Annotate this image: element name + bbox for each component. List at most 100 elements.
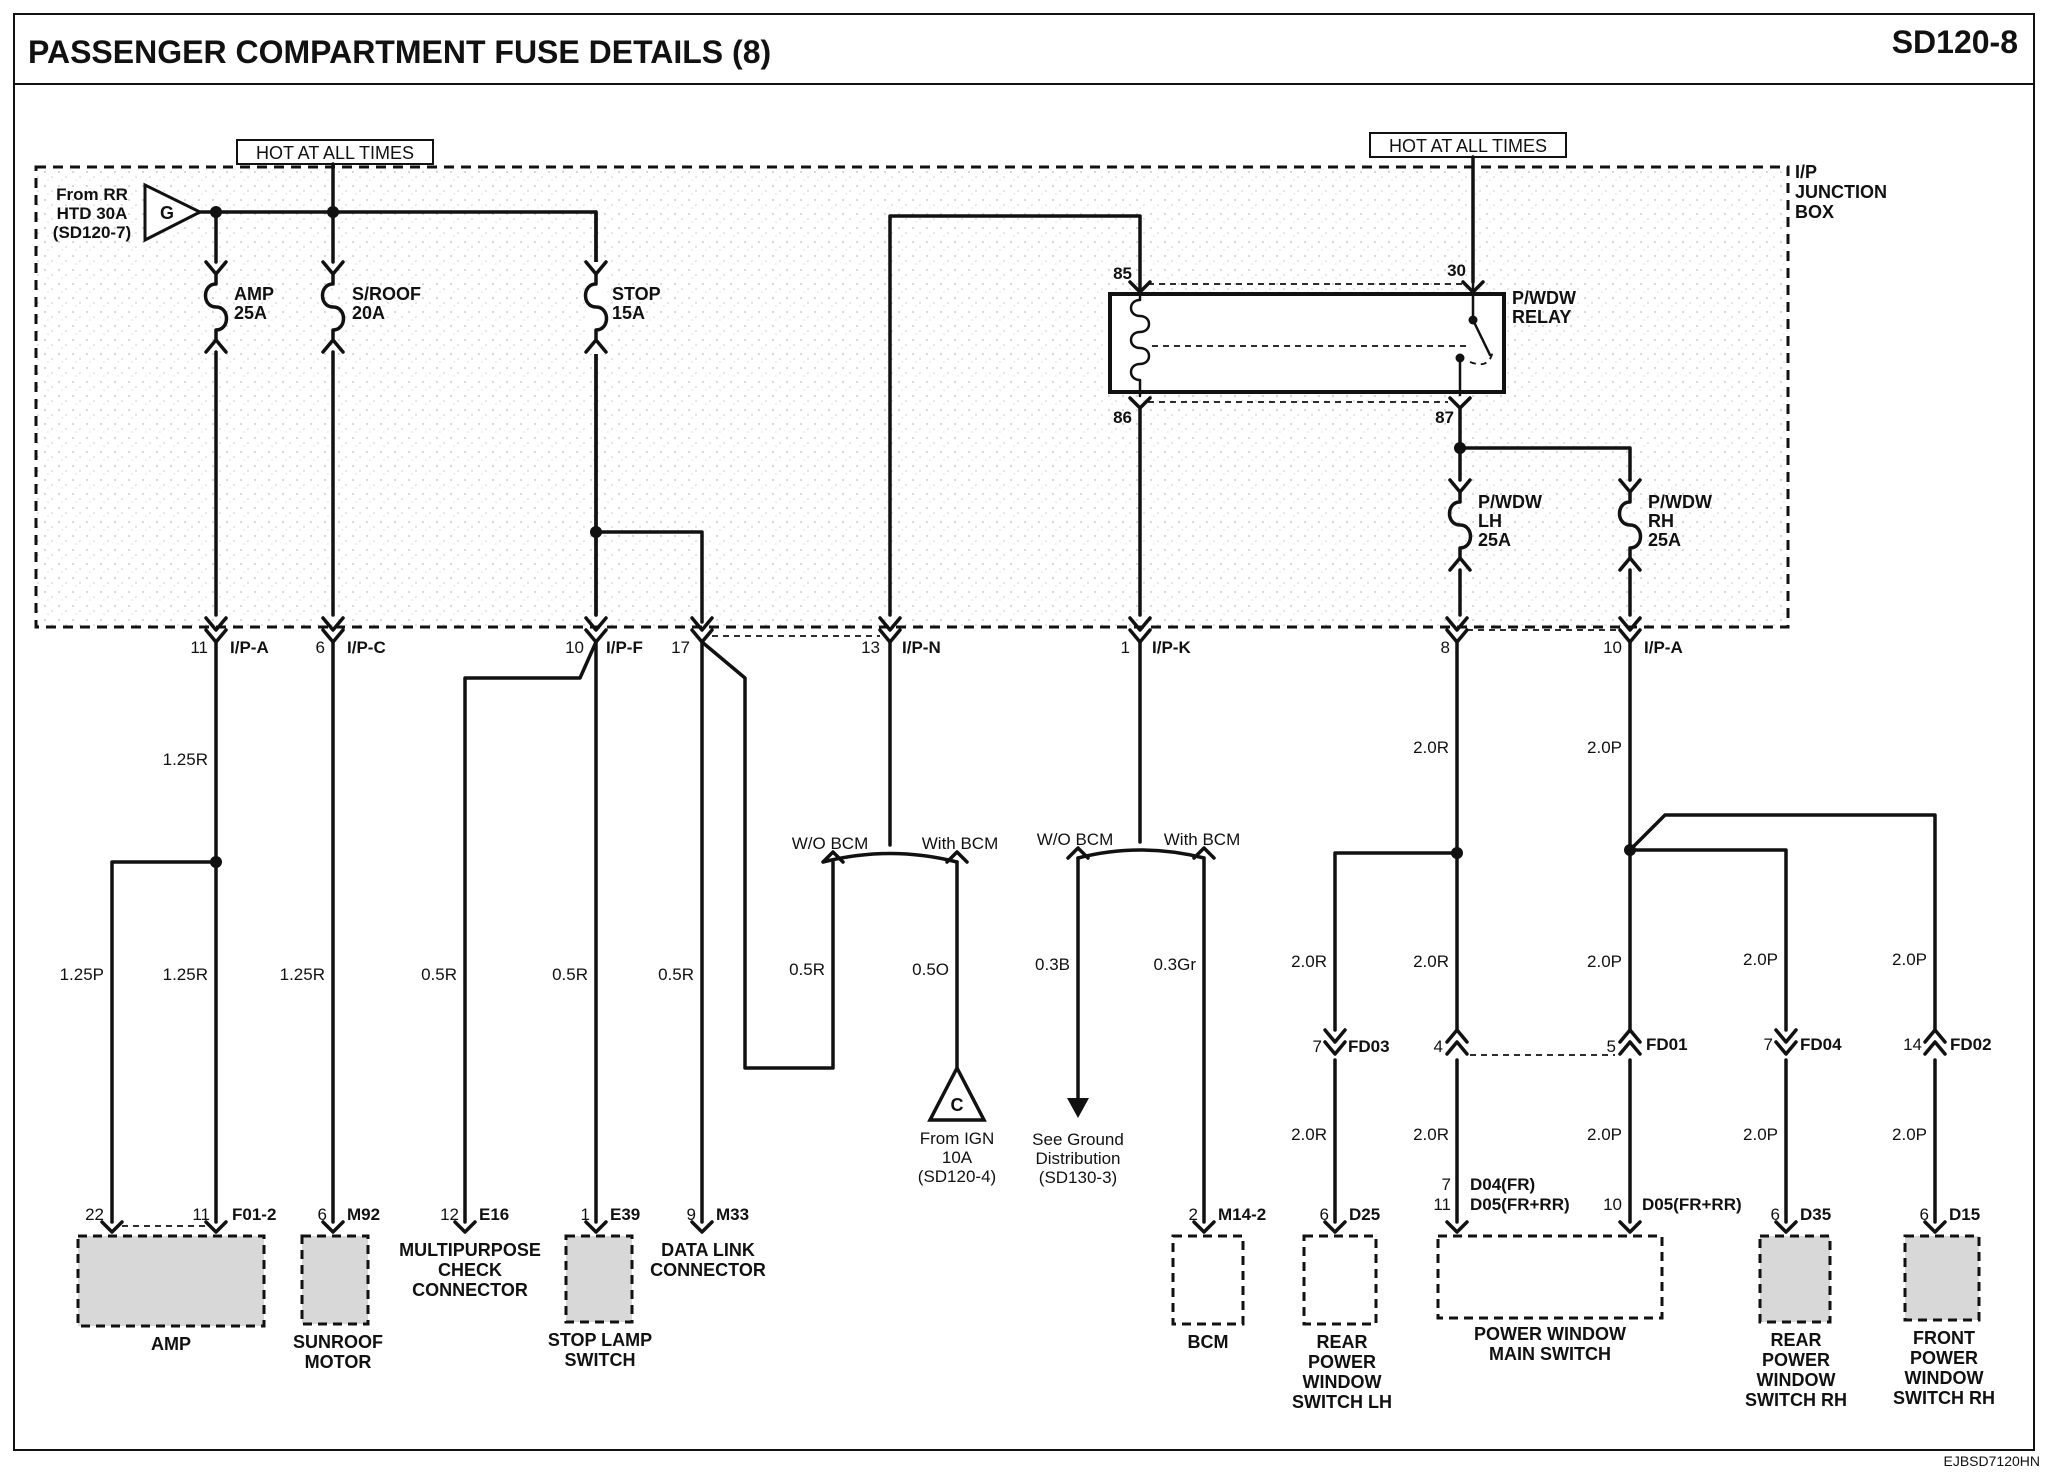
component-bcm: 2 M14-2 BCM — [1171, 1205, 1266, 1352]
dlc-loop-wire — [700, 640, 835, 1070]
hot-label-right: HOT AT ALL TIMES — [1389, 136, 1547, 156]
svg-text:I/P-C: I/P-C — [347, 638, 386, 657]
wire-main-p-top: 2.0P — [1587, 952, 1622, 971]
wire-fd03-bot: 2.0R — [1291, 1125, 1327, 1144]
conn-ipa-amp: 11 I/P-A — [190, 616, 269, 657]
wire-main-r-bot: 2.0R — [1413, 1125, 1449, 1144]
component-power-window-main-switch: 7 D04(FR) 11 D05(FR+RR) 10 D05(FR+RR) PO… — [1433, 1175, 1741, 1364]
svg-text:22: 22 — [85, 1205, 104, 1224]
pwdw-bus — [1458, 446, 1632, 482]
svg-text:10: 10 — [1603, 638, 1622, 657]
wire-main-p-bot: 2.0P — [1587, 1125, 1622, 1144]
svg-text:7: 7 — [1313, 1037, 1322, 1056]
svg-text:12: 12 — [440, 1205, 459, 1224]
svg-text:7: 7 — [1442, 1175, 1451, 1194]
wire-e16: 0.5R — [421, 965, 457, 984]
svg-text:14: 14 — [1903, 1035, 1922, 1054]
relay-arc — [1469, 349, 1494, 366]
pwdw-relay — [1108, 292, 1506, 394]
svg-text:FD03: FD03 — [1348, 1037, 1390, 1056]
conn-ipc: 6 I/P-C — [316, 616, 386, 657]
page-frame — [13, 13, 2035, 1451]
relay-contact-dot-a — [1468, 315, 1478, 325]
ipk-split — [1066, 846, 1216, 860]
svg-text:4: 4 — [1434, 1037, 1443, 1056]
fd04-fd02-lower-wires — [1784, 1058, 1937, 1224]
svg-text:FD01: FD01 — [1646, 1035, 1688, 1054]
svg-text:D05(FR+RR): D05(FR+RR) — [1470, 1195, 1570, 1214]
svg-text:AMP: AMP — [151, 1334, 191, 1354]
wire-wo-bcm-k: 0.3B — [1035, 955, 1070, 974]
svg-text:11: 11 — [1433, 1195, 1451, 1214]
svg-text:M92: M92 — [347, 1205, 380, 1224]
wire-amp-r: 1.25R — [163, 965, 208, 984]
page-code: SD120-8 — [1892, 24, 2018, 60]
svg-text:D04(FR): D04(FR) — [1470, 1175, 1535, 1194]
relay-pin87: 87 — [1435, 408, 1454, 427]
svg-text:6: 6 — [316, 638, 325, 657]
pwdw-rh-fuse-icon — [1617, 478, 1643, 572]
component-amp: 22 11 F01-2 AMP — [76, 1205, 276, 1354]
ign-triangle — [927, 1064, 987, 1122]
amp-fuse-icon — [203, 260, 229, 354]
relay-pin30: 30 — [1447, 261, 1466, 280]
svg-text:11: 11 — [190, 638, 208, 657]
svg-text:I/P-N: I/P-N — [902, 638, 941, 657]
svg-text:E39: E39 — [610, 1205, 640, 1224]
wire-wo-bcm-n: 0.5R — [789, 960, 825, 979]
svg-text:1: 1 — [1121, 638, 1130, 657]
dlc-branch-wire — [594, 530, 704, 624]
svg-text:D35: D35 — [1800, 1205, 1831, 1224]
svg-text:FD02: FD02 — [1950, 1035, 1992, 1054]
wire-with-bcm-n: 0.5O — [912, 960, 949, 979]
wire-fd04-bot: 2.0P — [1743, 1125, 1778, 1144]
svg-text:F01-2: F01-2 — [232, 1205, 276, 1224]
svg-text:6: 6 — [1320, 1205, 1329, 1224]
hot-label-left: HOT AT ALL TIMES — [256, 143, 414, 163]
opt-with-bcm-n: With BCM — [922, 834, 999, 853]
amp-branch-wires — [110, 860, 218, 1224]
svg-text:D25: D25 — [1349, 1205, 1380, 1224]
wire-fd04-top: 2.0P — [1743, 950, 1778, 969]
wire-fd02-top: 2.0P — [1892, 950, 1927, 969]
svg-text:6: 6 — [318, 1205, 327, 1224]
svg-text:1: 1 — [581, 1205, 590, 1224]
ipn-split — [821, 850, 969, 864]
relay-pin85: 85 — [1113, 264, 1132, 283]
svg-text:6: 6 — [1920, 1205, 1929, 1224]
svg-text:I/P-A: I/P-A — [230, 638, 269, 657]
svg-text:7: 7 — [1764, 1035, 1773, 1054]
svg-text:10: 10 — [565, 638, 584, 657]
wire-amp-p: 1.25P — [60, 965, 104, 984]
source-letter: G — [160, 203, 174, 223]
fd03-wire — [1333, 851, 1459, 1224]
svg-text:M14-2: M14-2 — [1218, 1205, 1266, 1224]
svg-text:6: 6 — [1771, 1205, 1780, 1224]
relay-feed-85 — [888, 214, 1142, 617]
svg-text:E16: E16 — [479, 1205, 509, 1224]
hot-label-box-right — [1369, 132, 1567, 158]
svg-text:13: 13 — [861, 638, 880, 657]
wire-lh-main: 2.0R — [1413, 738, 1449, 757]
wire-rh-main: 2.0P — [1587, 738, 1622, 757]
inline-conn-fd03: 7 FD03 — [1313, 1028, 1390, 1056]
wire-fd03-top: 2.0R — [1291, 952, 1327, 971]
